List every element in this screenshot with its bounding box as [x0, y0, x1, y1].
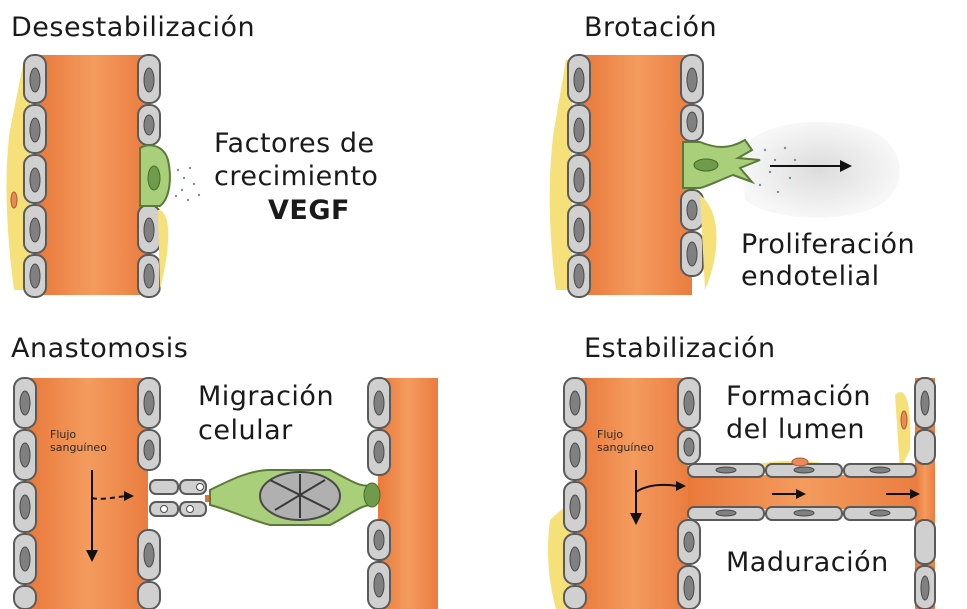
title-desestabilizacion: Desestabilización [11, 12, 255, 43]
label-crecimiento: crecimiento [214, 160, 378, 193]
flow-label-line2: sanguíneo [50, 441, 107, 454]
flow-label-line1-stab: Flujo [597, 428, 623, 441]
flow-label-line1: Flujo [50, 428, 76, 441]
label-celular: celular [198, 414, 293, 447]
label-maduracion: Maduración [726, 546, 889, 579]
title-anastomosis: Anastomosis [11, 333, 188, 364]
label-del-lumen: del lumen [726, 413, 865, 446]
vessel-desestabilizacion [7, 55, 201, 297]
growth-factor-particles [175, 167, 200, 201]
label-formacion: Formación [726, 380, 871, 413]
ecm-haze [740, 122, 900, 218]
title-estabilizacion: Estabilización [584, 333, 776, 364]
label-endotelial: endotelial [741, 260, 880, 293]
title-brotacion: Brotación [584, 12, 717, 43]
label-proliferacion: Proliferación [741, 228, 915, 261]
label-migracion: Migración [198, 380, 334, 413]
flow-label-line2-stab: sanguíneo [597, 441, 654, 454]
label-vegf: VEGF [268, 194, 350, 227]
label-factores-de: Factores de [214, 127, 375, 160]
